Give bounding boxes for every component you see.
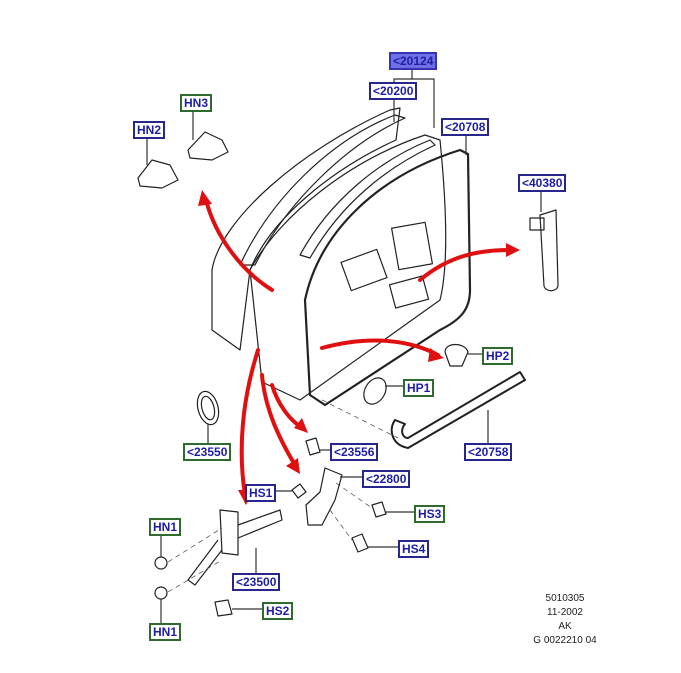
callout-20708[interactable]: <20708 — [441, 118, 490, 136]
callout-hp1[interactable]: HP1 — [403, 379, 435, 397]
panel-aperture — [340, 248, 388, 292]
plug-hp2 — [444, 343, 469, 367]
reference-number: 5010305 — [545, 593, 585, 604]
callout-20124[interactable]: <20124 — [389, 52, 438, 70]
window-channel — [239, 114, 406, 266]
trim-clip-40380 — [539, 209, 559, 292]
arrowhead — [198, 190, 212, 206]
bracket-hn3 — [187, 131, 229, 161]
arrowhead — [286, 458, 300, 474]
callout-hs4[interactable]: HS4 — [398, 540, 430, 558]
bracket-hn2 — [137, 159, 179, 189]
grommet-23550 — [196, 390, 220, 426]
callout-20758[interactable]: <20758 — [464, 443, 513, 461]
nut-hn1-upper — [154, 556, 168, 570]
arrow-to-hp2 — [320, 338, 440, 357]
callout-40380[interactable]: <40380 — [518, 174, 567, 192]
callout-22800[interactable]: <22800 — [362, 470, 411, 488]
bolt-hs1 — [291, 483, 307, 499]
callout-hs1[interactable]: HS1 — [245, 484, 277, 502]
callout-hs3[interactable]: HS3 — [414, 505, 446, 523]
reference-date: 11-2002 — [547, 607, 583, 618]
bolt-hs2 — [214, 599, 233, 617]
trim-clip-tab — [529, 217, 545, 231]
reference-code: AK — [558, 621, 572, 632]
panel-aperture-3 — [388, 275, 430, 309]
bolt-hs3 — [371, 501, 387, 518]
door-seal — [303, 148, 472, 407]
clip-23556 — [305, 437, 321, 456]
arrowhead — [294, 418, 308, 433]
door-check-23500 — [219, 509, 239, 556]
callout-23550[interactable]: <23550 — [183, 443, 232, 461]
callout-hn1-upper[interactable]: HN1 — [149, 518, 182, 536]
drawing-reference: 5010305 11-2002 AK G 0022210 04 — [515, 592, 615, 648]
window-channel-inner — [299, 139, 436, 259]
weatherstrip-20758 — [390, 371, 526, 449]
callout-20200[interactable]: <20200 — [369, 82, 418, 100]
arrow-to-clip — [270, 383, 304, 430]
door-inner-panel — [249, 134, 447, 401]
arrow-to-check-strap — [239, 348, 260, 497]
door-outer-panel — [211, 107, 401, 351]
callout-hn1-lower[interactable]: HN1 — [149, 623, 182, 641]
nut-hn1-lower — [154, 586, 168, 600]
callout-hn2[interactable]: HN2 — [133, 121, 166, 139]
arrowhead — [506, 243, 520, 257]
panel-aperture-2 — [391, 221, 433, 271]
callout-hn3[interactable]: HN3 — [180, 94, 213, 112]
callout-23500[interactable]: <23500 — [232, 573, 281, 591]
callout-hs2[interactable]: HS2 — [262, 602, 294, 620]
arrowhead — [428, 348, 444, 362]
reference-drawing-id: G 0022210 04 — [533, 635, 597, 646]
plug-hp1 — [363, 377, 387, 405]
bolt-hs4 — [351, 533, 369, 553]
arrow-to-trim — [418, 248, 512, 282]
hinge-22800 — [305, 467, 343, 526]
arrow-to-brackets — [204, 198, 274, 292]
arrow-to-hinge — [260, 373, 297, 467]
callout-hp2[interactable]: HP2 — [482, 347, 514, 365]
callout-23556[interactable]: <23556 — [330, 443, 379, 461]
